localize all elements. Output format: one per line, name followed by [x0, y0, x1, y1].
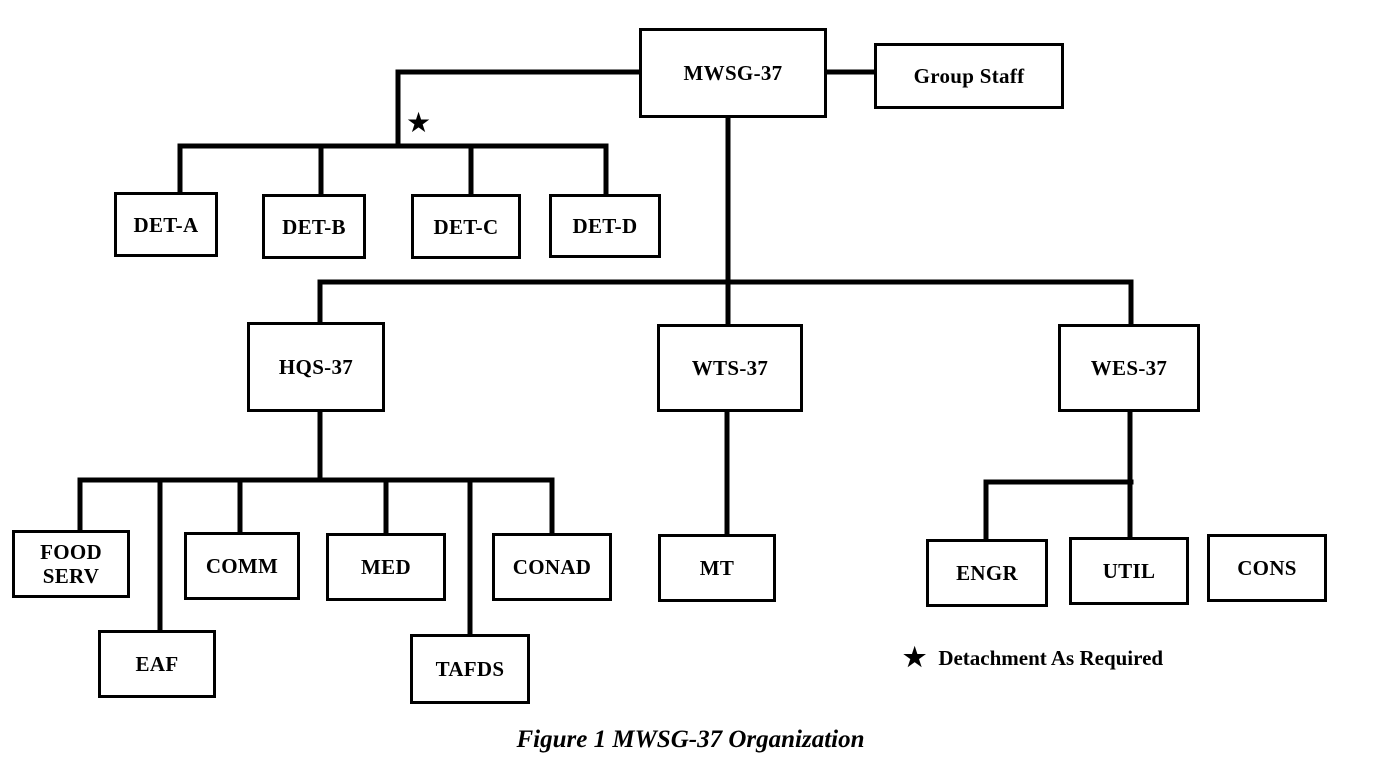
node-mt: MT — [658, 534, 776, 602]
node-label: MT — [699, 556, 735, 580]
legend: ★ Detachment As Required — [903, 645, 1163, 671]
node-util: UTIL — [1069, 537, 1189, 605]
node-food-serv: FOOD SERV — [12, 530, 130, 598]
node-mwsg37: MWSG-37 — [639, 28, 827, 118]
node-label: MED — [361, 555, 411, 579]
node-label: HQS-37 — [278, 355, 354, 379]
node-hqs37: HQS-37 — [247, 322, 385, 412]
node-eaf: EAF — [98, 630, 216, 698]
node-label: FOOD SERV — [40, 540, 102, 588]
node-wes37: WES-37 — [1058, 324, 1200, 412]
node-label: COMM — [205, 554, 279, 578]
node-label: TAFDS — [435, 657, 505, 681]
node-det-b: DET-B — [262, 194, 366, 259]
node-label: DET-D — [572, 214, 638, 238]
node-med: MED — [326, 533, 446, 601]
node-engr: ENGR — [926, 539, 1048, 607]
node-label: ENGR — [956, 561, 1018, 585]
node-det-c: DET-C — [411, 194, 521, 259]
node-det-a: DET-A — [114, 192, 218, 257]
node-label: WES-37 — [1090, 356, 1168, 380]
node-tafds: TAFDS — [410, 634, 530, 704]
node-wts37: WTS-37 — [657, 324, 803, 412]
node-label: UTIL — [1102, 559, 1156, 583]
node-label: Group Staff — [913, 64, 1025, 88]
edge-mwsg37-detachment-bus — [395, 69, 643, 149]
node-label: DET-B — [282, 214, 346, 239]
node-label: CONS — [1237, 556, 1297, 580]
node-det-d: DET-D — [549, 194, 661, 258]
node-label: EAF — [135, 652, 179, 676]
figure-caption: Figure 1 MWSG-37 Organization — [516, 726, 865, 753]
legend-text: Detachment As Required — [938, 645, 1164, 670]
node-group-staff: Group Staff — [874, 43, 1064, 109]
node-label: CONAD — [512, 555, 592, 579]
node-conad: CONAD — [492, 533, 612, 601]
star-icon: ★ — [406, 108, 432, 139]
node-label: DET-C — [433, 214, 499, 239]
node-label: DET-A — [133, 212, 199, 237]
node-cons: CONS — [1207, 534, 1327, 602]
star-icon: ★ — [903, 643, 927, 672]
node-comm: COMM — [184, 532, 300, 600]
node-label: MWSG-37 — [683, 61, 783, 85]
node-label: WTS-37 — [691, 356, 769, 380]
